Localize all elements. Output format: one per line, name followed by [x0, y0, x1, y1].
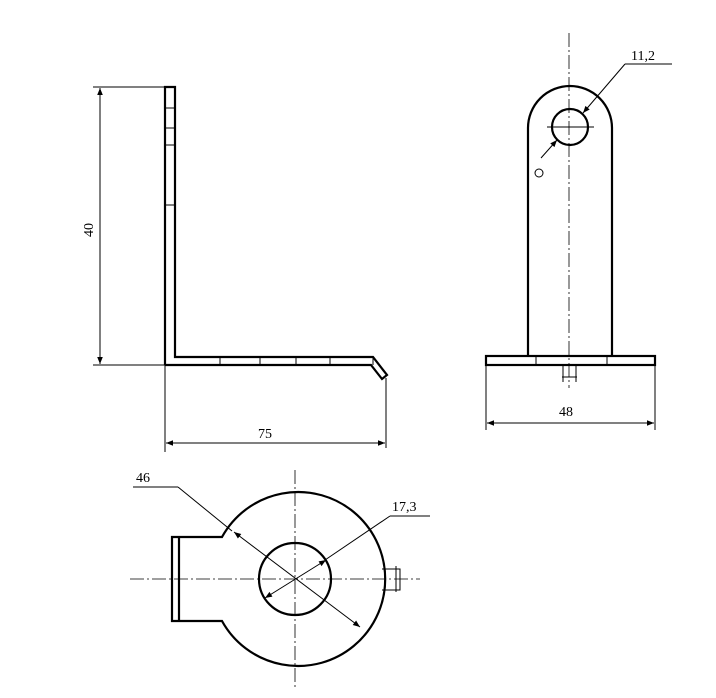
- l-bracket-outline: [163, 85, 389, 381]
- side-view: 40 75: [82, 85, 389, 452]
- top-view: 46 17,3: [130, 470, 430, 690]
- dim-label-11-2: 11,2: [631, 49, 655, 64]
- dim-label-17-3: 17,3: [392, 500, 417, 515]
- dimension-75: 75: [164, 365, 387, 452]
- dimension-46: 46: [133, 471, 361, 628]
- dim-label-75: 75: [258, 427, 272, 442]
- dimension-17-3: 17,3: [264, 500, 430, 599]
- dim-label-40: 40: [82, 223, 97, 237]
- dim-label-48: 48: [559, 405, 573, 420]
- small-circle-mark: [534, 168, 544, 178]
- dim-label-46: 46: [136, 471, 150, 486]
- dimension-48: 48: [485, 365, 656, 430]
- bracket-segment-ticks: [165, 107, 374, 365]
- dimension-40: 40: [82, 86, 165, 366]
- upright-outline: [526, 84, 614, 356]
- base-plate: [484, 354, 657, 367]
- side-stub: [382, 566, 401, 592]
- dimension-11-2: 11,2: [540, 49, 672, 159]
- front-view: 11,2 48: [484, 33, 672, 430]
